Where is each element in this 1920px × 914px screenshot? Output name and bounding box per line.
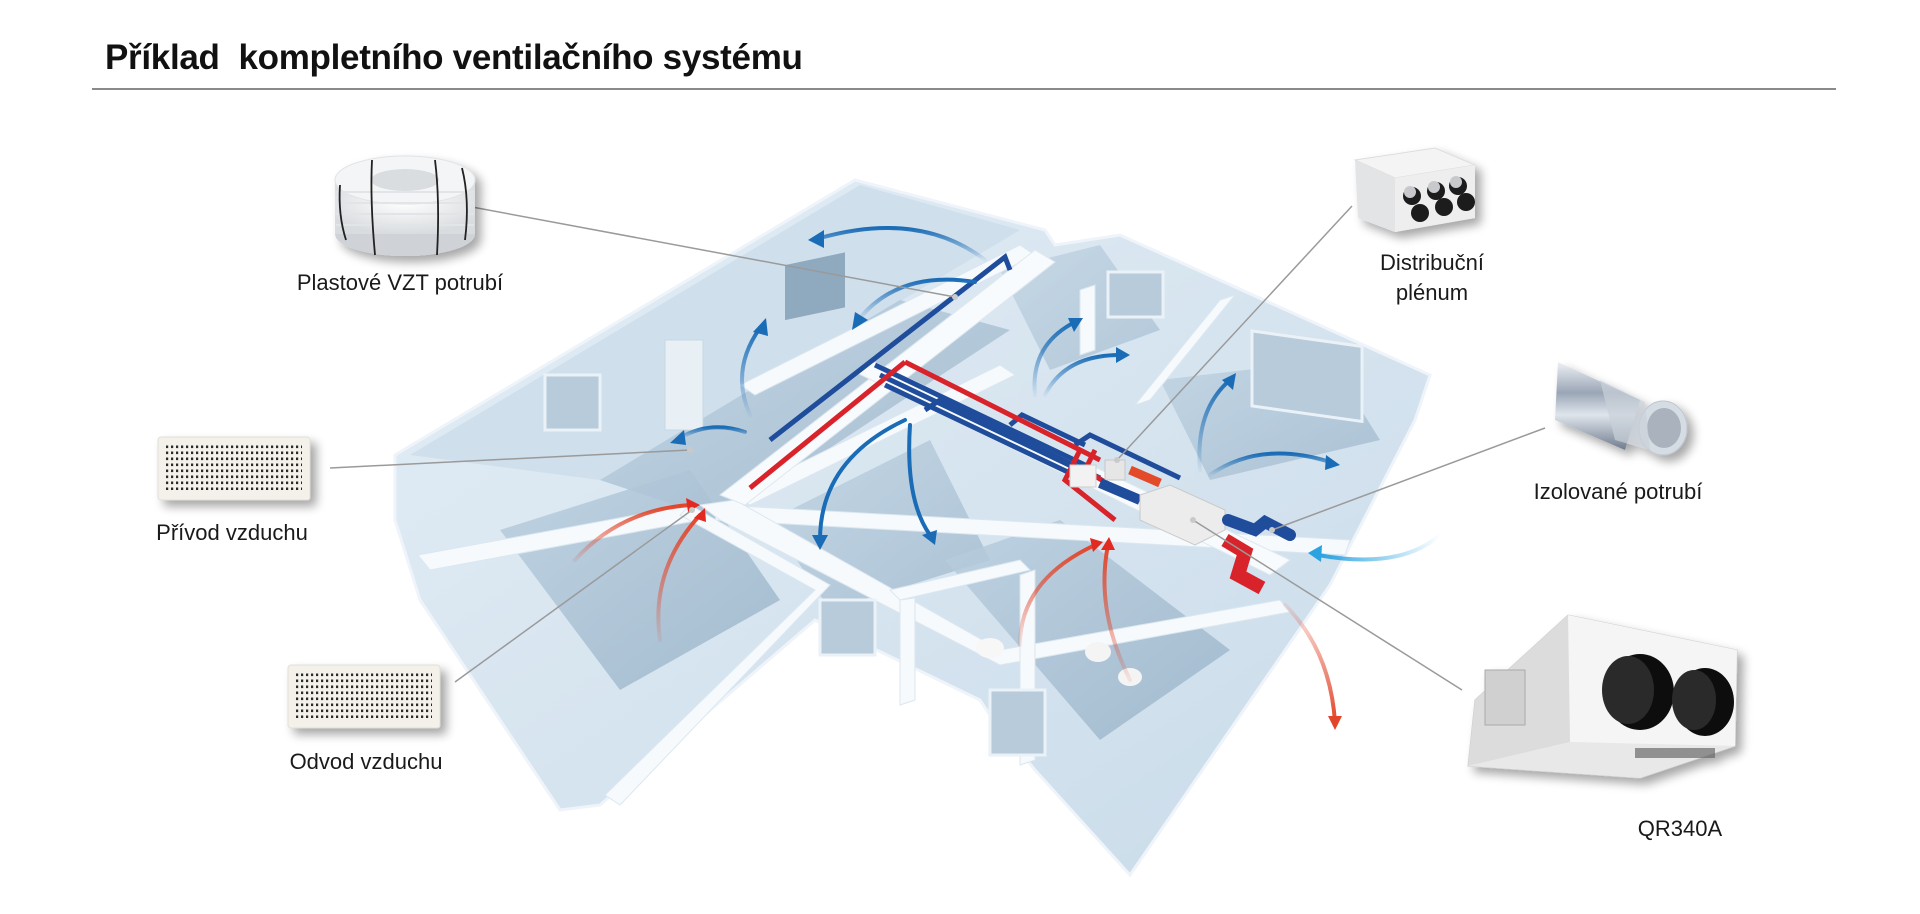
arrow-head-red	[1101, 537, 1115, 550]
sink	[976, 638, 1004, 658]
arrow-head-blue	[812, 535, 828, 550]
insulated-duct-icon	[1555, 362, 1688, 456]
supply-ducts	[768, 252, 1182, 488]
arrow-head-cyan	[1308, 545, 1322, 562]
outdoor-exhaust-arrow	[1283, 603, 1337, 724]
supply-airflow-arrow	[1208, 451, 1332, 477]
plenum-box-supply	[1069, 464, 1097, 488]
exhaust-duct	[748, 360, 907, 490]
arrow-head-blue	[922, 530, 937, 545]
leader-line-exhaust-grille	[454, 509, 693, 683]
air-grille-icon	[157, 436, 311, 501]
short-supply-duct	[1098, 478, 1142, 505]
windows	[543, 270, 1364, 757]
supply-duct	[883, 382, 1097, 488]
supply-airflow-arrow	[907, 423, 932, 537]
airflow-arrows	[573, 225, 1442, 724]
toilet	[1085, 642, 1111, 662]
leader-line-supply-grille	[329, 449, 691, 469]
exhaust-airflow-arrow	[573, 503, 692, 562]
air-grille-icon	[287, 664, 441, 729]
exhaust-duct	[903, 359, 1102, 463]
supply-airflow-arrow	[1197, 378, 1232, 472]
leader-line-plastic-duct	[471, 206, 956, 298]
tv-panel	[785, 252, 845, 321]
supply-duct	[923, 397, 1102, 481]
arrow-head-blue	[1116, 347, 1130, 363]
supply-airflow-arrow	[818, 225, 987, 262]
arrow-head-blue	[670, 430, 686, 445]
leader-dots	[687, 294, 1275, 533]
label-exhaust-grille: Odvod vzduchu	[289, 749, 443, 774]
exhaust-airflow-arrow	[1102, 543, 1132, 682]
arrow-head-red	[1090, 538, 1103, 552]
leader-lines	[329, 205, 1546, 691]
label-unit-model: QR340A	[1637, 816, 1723, 841]
mvhr-unit-in-ceiling	[1139, 484, 1226, 546]
arrow-head-orange	[1328, 716, 1342, 730]
leader-line-unit	[1192, 519, 1463, 691]
plenum-box-exhaust	[1104, 459, 1126, 481]
label-plenum-line1: Distribuční	[1380, 250, 1484, 275]
arrow-head-blue	[1068, 318, 1083, 332]
exhaust-duct	[1061, 448, 1117, 522]
supply-airflow-arrow	[740, 326, 762, 417]
supply-airflow-arrow	[678, 425, 747, 440]
supply-duct	[1008, 412, 1087, 448]
arrow-head-blue	[1222, 373, 1236, 390]
page-title: Příklad kompletního ventilačního systému	[105, 38, 803, 77]
duct-network	[719, 249, 1296, 595]
label-supply-grille: Přívod vzduchu	[156, 520, 308, 545]
plenum-box-icon	[1353, 147, 1477, 232]
arrow-heads	[670, 230, 1342, 730]
arrow-head-blue	[808, 230, 824, 248]
short-exhaust-duct	[1128, 465, 1162, 488]
heat-recovery-unit-icon	[1467, 614, 1738, 779]
arrow-head-blue	[1325, 455, 1340, 470]
supply-airflow-arrow	[1032, 320, 1077, 397]
supply-duct	[1073, 432, 1182, 481]
title-divider	[92, 88, 1836, 90]
supply-airflow-arrow	[818, 418, 907, 542]
supply-duct	[873, 362, 1087, 468]
exhaust-airflow-arrow	[656, 513, 702, 642]
arrow-head-blue	[852, 312, 868, 330]
label-insulated-duct: Izolované potrubí	[1533, 479, 1703, 504]
label-plastic-duct: Plastové VZT potrubí	[296, 270, 504, 295]
label-plenum-line2: plénum	[1395, 280, 1469, 305]
supply-duct	[768, 252, 1013, 442]
door	[664, 339, 704, 431]
leader-line-plenum	[1116, 205, 1353, 461]
duct-coil-icon	[334, 155, 476, 256]
floor-bathroom	[945, 520, 1230, 740]
arrow-head-red	[694, 508, 706, 522]
fresh-air-arrow	[1316, 533, 1442, 562]
arrow-head-blue	[753, 318, 768, 336]
supply-airflow-arrow	[858, 277, 977, 320]
leader-line-insulated-duct	[1271, 427, 1546, 531]
exhaust-airflow-arrow	[1018, 543, 1097, 647]
supply-airflow-arrow	[1043, 353, 1122, 397]
